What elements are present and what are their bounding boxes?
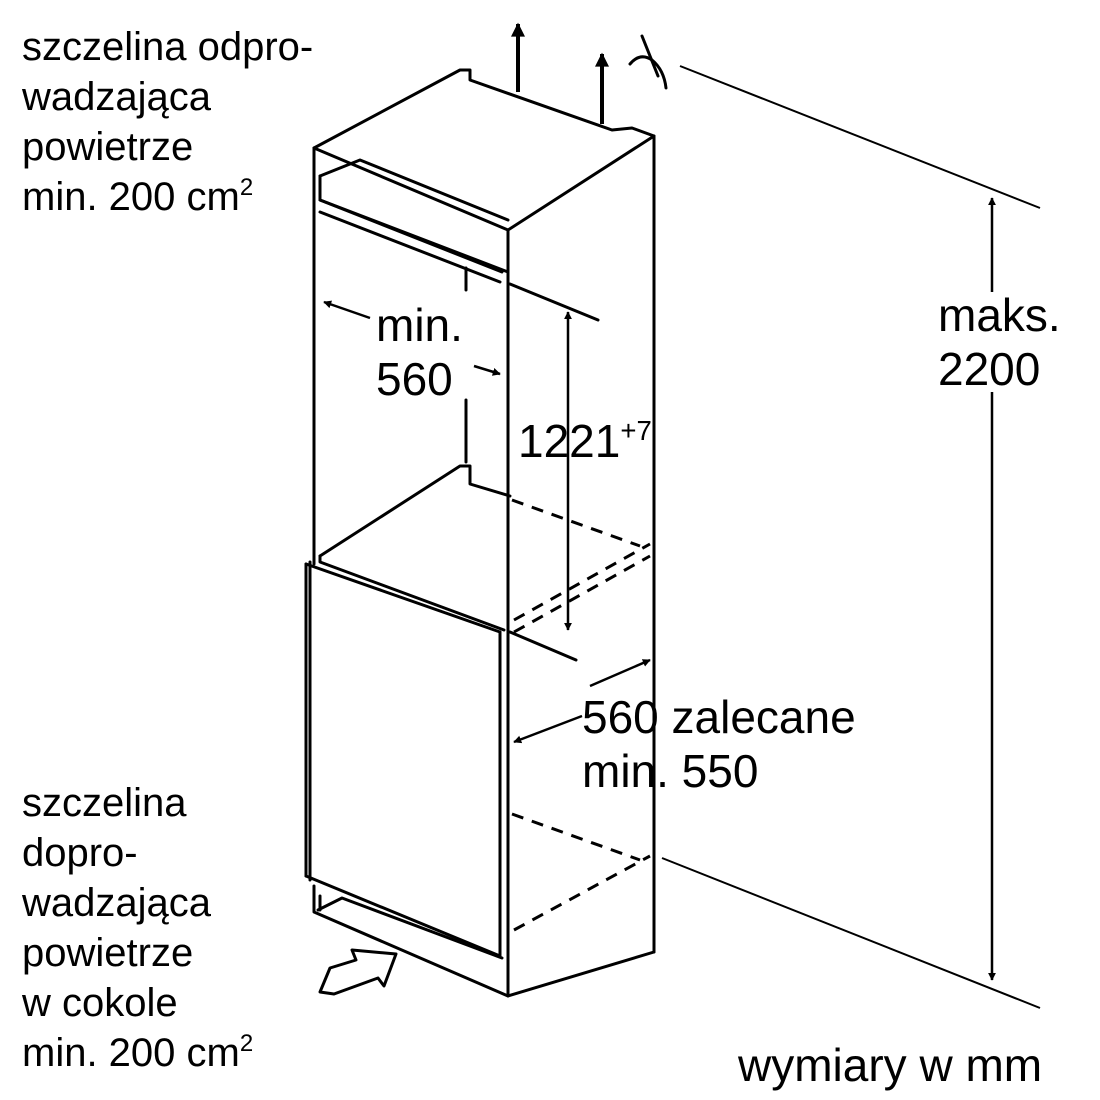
niche-width-label: min. 560 (376, 298, 463, 406)
depth-line-1: 560 zalecane (582, 691, 856, 743)
cabinet-bottom (312, 884, 656, 998)
exhaust-vent-area: min. 200 cm (22, 175, 240, 219)
max-height-label: maks. 2200 (938, 288, 1061, 396)
dimension-arrow-depth-back (589, 658, 651, 688)
niche-top-line (508, 282, 600, 322)
cabinet-top (312, 68, 656, 232)
extension-line-top (679, 65, 1041, 209)
hidden-edge-shelf-diag-2 (513, 554, 651, 634)
exhaust-vent-label: szczelina odpro- wadzająca powietrze min… (22, 22, 313, 228)
plinth-vent (316, 894, 504, 960)
top-vent-opening (318, 158, 510, 284)
intake-vent-line-4: powietrze (22, 931, 194, 975)
intake-vent-line-3: wadzająca (22, 881, 212, 925)
appliance-door (304, 562, 502, 958)
intake-vent-line-1: szczelina (22, 781, 187, 825)
intake-vent-area: min. 200 cm (22, 1031, 240, 1075)
depth-label: 560 zalecane min. 550 (582, 690, 856, 798)
intake-vent-line-6: min. 200 cm2 (22, 1028, 253, 1084)
intake-airflow-arrow (318, 948, 398, 996)
hidden-edge-plinth-diag (513, 854, 651, 932)
exhaust-vent-area-exponent: 2 (239, 174, 254, 202)
max-height-line-1: maks. (938, 289, 1061, 341)
niche-height-label: 1221+7 (518, 414, 652, 475)
niche-width-line-2: 560 (376, 353, 453, 405)
intake-vent-area-exponent: 2 (239, 1030, 254, 1058)
hidden-edge-plinth-back (511, 812, 641, 862)
dimension-arrow-depth-front (513, 714, 583, 744)
hidden-edge-shelf-diag-1 (513, 542, 651, 622)
hidden-edge-shelf-back (511, 498, 641, 548)
niche-bottom-line (508, 630, 578, 662)
intake-vent-label: szczelina dopro- wadzająca powietrze w c… (22, 778, 253, 1084)
exhaust-vent-line-1: szczelina odpro- (22, 25, 314, 69)
extension-line-bottom (661, 857, 1041, 1009)
depth-line-2: min. 550 (582, 745, 759, 797)
intake-vent-line-2: dopro- (22, 831, 138, 875)
niche-width-line-1: min. (376, 299, 463, 351)
niche-shelf (308, 464, 512, 882)
dimension-arrow-niche-width-left (323, 300, 371, 320)
niche-height-tolerance: +7 (620, 414, 652, 446)
max-height-line-2: 2200 (938, 343, 1041, 395)
exhaust-vent-line-3: powietrze (22, 125, 194, 169)
break-symbol (628, 34, 668, 90)
dimension-arrow-niche-width-right (473, 364, 501, 376)
exhaust-vent-line-4: min. 200 cm2 (22, 172, 313, 228)
niche-height-value: 1221 (518, 415, 621, 467)
exhaust-vent-line-2: wadzająca (22, 75, 212, 119)
intake-vent-line-5: w cokole (22, 981, 178, 1025)
units-note: wymiary w mm (738, 1039, 1043, 1091)
